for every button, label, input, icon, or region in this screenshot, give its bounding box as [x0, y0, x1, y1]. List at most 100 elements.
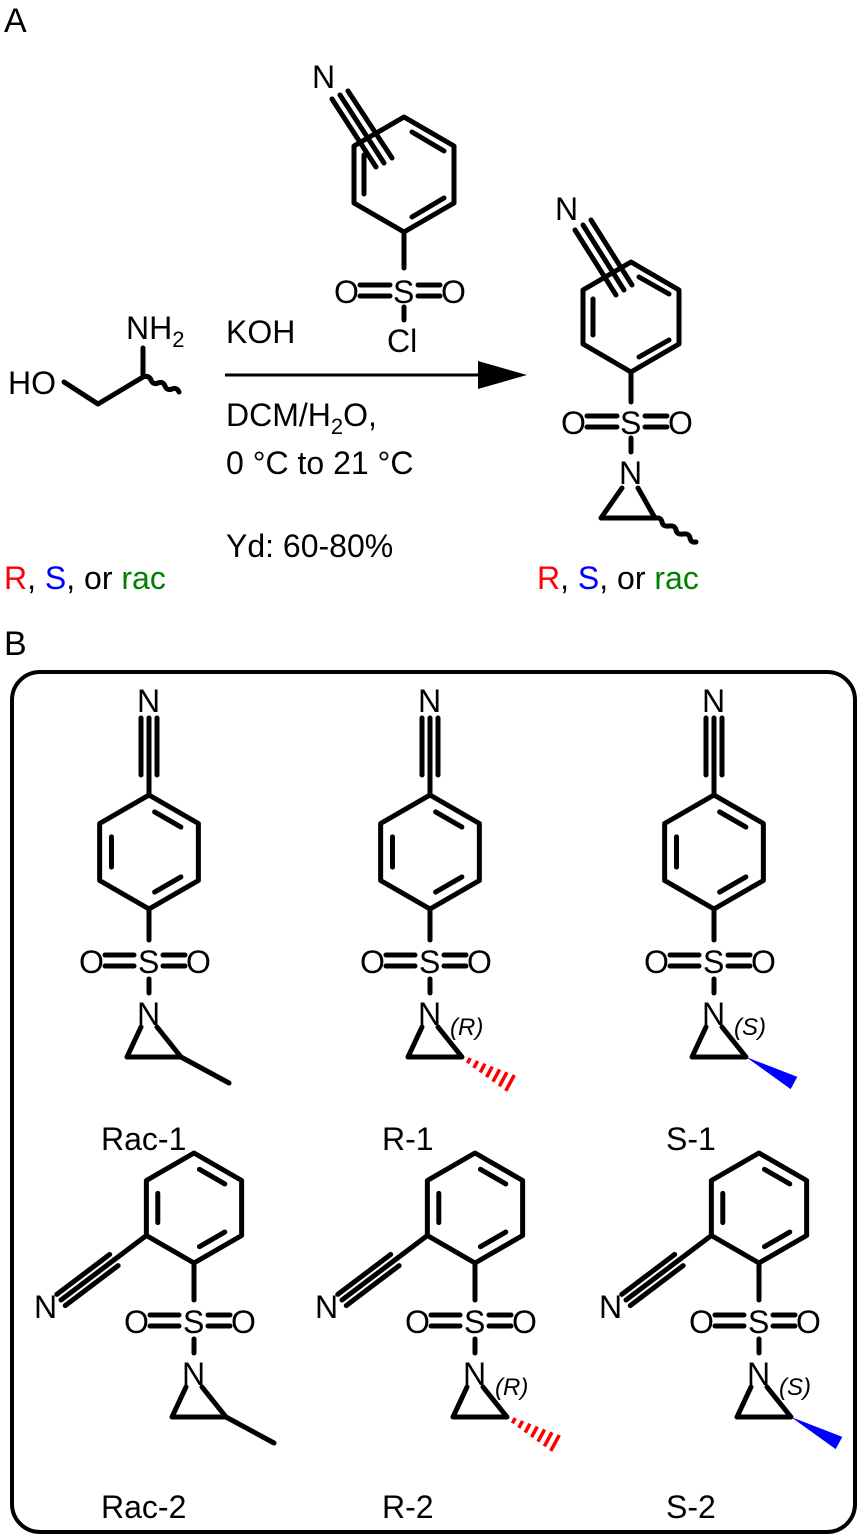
nitrile-nitrogen: N [315, 1289, 338, 1325]
compound-label: S-2 [666, 1489, 716, 1525]
reaction-arrow [225, 361, 527, 389]
nitrile-triple-bond [54, 1251, 121, 1309]
product-sulfur: S [620, 405, 641, 441]
stereo-descriptor: (R) [450, 1014, 483, 1041]
sulfonyl-oxygen-left: O [360, 944, 385, 980]
compound-label: Rac-1 [101, 1121, 186, 1157]
aziridine-nitrogen: N [182, 1356, 205, 1392]
aromatic-double-bond [717, 809, 749, 830]
sulfonyl-double-bonds [667, 952, 753, 969]
product-oxygen-right: O [668, 405, 693, 441]
nitrile-triple-bond [619, 1251, 686, 1309]
aziridine-ring [169, 1384, 229, 1420]
product-oxygen-left: O [561, 405, 586, 441]
aziridine-nitrogen: N [137, 996, 160, 1032]
benzene-ring [143, 1150, 245, 1266]
sulfur-atom: S [183, 1304, 204, 1340]
sulfur-atom: S [138, 944, 159, 980]
reagent-nitrile-n: N [312, 59, 335, 95]
compound-label: R-2 [382, 1489, 434, 1525]
compound-panel-frame [10, 670, 857, 1534]
aromatic-double-bond [761, 1229, 793, 1250]
reactant-wavy-bond [140, 373, 182, 395]
sulfonyl-double-bonds [712, 1312, 798, 1329]
product-so-double-bonds [584, 413, 670, 430]
methyl-wedge-bond [746, 1057, 798, 1090]
reactant-backbone [61, 345, 146, 407]
panel-a-label: A [4, 2, 27, 40]
sulfonyl-oxygen-right: O [751, 944, 776, 980]
condition-temperature: 0 °C to 21 °C [226, 445, 413, 481]
product-nitrile-n: N [555, 191, 578, 227]
aziridine-ring [405, 1024, 465, 1060]
aziridine-nitrogen: N [702, 996, 725, 1032]
reagent-so-double-bonds [357, 282, 443, 299]
aziridine-nitrogen: N [463, 1356, 486, 1392]
nitrile-nitrogen: N [702, 683, 725, 719]
amine-label: NH2 [126, 310, 184, 352]
reagent-sulfur: S [393, 274, 414, 310]
sulfonyl-double-bonds [102, 952, 188, 969]
reagent-aromatic-bonds [361, 129, 447, 220]
compound-label: Rac-2 [101, 1489, 186, 1525]
aromatic-double-bond [196, 1229, 228, 1250]
nitrile-ring-bond [676, 1233, 714, 1263]
aziridine-ring [734, 1384, 794, 1420]
aziridine-ring [450, 1384, 510, 1420]
benzene-ring [662, 792, 766, 912]
methyl-hashed-bond [510, 1417, 561, 1452]
aromatic-double-bond [152, 809, 184, 830]
benzene-ring [97, 792, 201, 912]
product-nitrile-triple-bond [572, 217, 635, 298]
sulfonyl-double-bonds [383, 952, 469, 969]
stereo-descriptor: (S) [779, 1374, 811, 1401]
hydroxyl-label: HO [8, 365, 56, 401]
benzene-ring [378, 792, 482, 912]
reagent-oxygen-right: O [441, 274, 466, 310]
methyl-wedge-bond [791, 1417, 843, 1450]
nitrile-triple-bond [138, 715, 160, 778]
stereo-descriptor: (S) [734, 1014, 766, 1041]
product-benzene-ring [580, 259, 682, 375]
condition-yield: Yd: 60-80% [226, 528, 393, 564]
sulfonyl-oxygen-left: O [79, 944, 104, 980]
product-stereo-caption: R, S, or rac [537, 560, 699, 596]
reagent-oxygen-left: O [334, 274, 359, 310]
nitrile-nitrogen: N [137, 683, 160, 719]
condition-base: KOH [226, 314, 295, 350]
reactant-stereo-caption: R, S, or rac [4, 560, 166, 596]
nitrile-nitrogen: N [599, 1289, 622, 1325]
aromatic-double-bond [433, 809, 465, 830]
nitrile-ring-bond [392, 1233, 430, 1263]
aziridine-ring [689, 1024, 749, 1060]
nitrile-nitrogen: N [418, 683, 441, 719]
reagent-benzene-ring [351, 114, 457, 235]
aziridine-nitrogen: N [747, 1356, 770, 1392]
aromatic-double-bond [477, 1229, 509, 1250]
condition-solvent: DCM/H2O, [226, 397, 377, 439]
reactant-aminopropanol: HO NH2 [8, 310, 184, 407]
product-aromatic-bonds [590, 274, 672, 360]
product-aziridine-ring [598, 485, 658, 521]
nitrile-triple-bond [703, 715, 725, 778]
sulfonyl-oxygen-right: O [231, 1304, 256, 1340]
sulfonyl-oxygen-left: O [405, 1304, 430, 1340]
sulfur-atom: S [748, 1304, 769, 1340]
aromatic-double-bond [717, 874, 749, 895]
sulfonyl-oxygen-right: O [186, 944, 211, 980]
aromatic-double-bond [761, 1166, 793, 1187]
methyl-plain-bond [223, 1414, 277, 1446]
aromatic-double-bond [152, 874, 184, 895]
sulfonyl-oxygen-left: O [644, 944, 669, 980]
sulfonyl-double-bonds [147, 1312, 233, 1329]
product-sulfonyl-aziridine: N S O O N [555, 191, 699, 545]
compound-label: R-1 [382, 1121, 434, 1157]
sulfonyl-double-bonds [428, 1312, 514, 1329]
aromatic-double-bond [196, 1166, 228, 1187]
